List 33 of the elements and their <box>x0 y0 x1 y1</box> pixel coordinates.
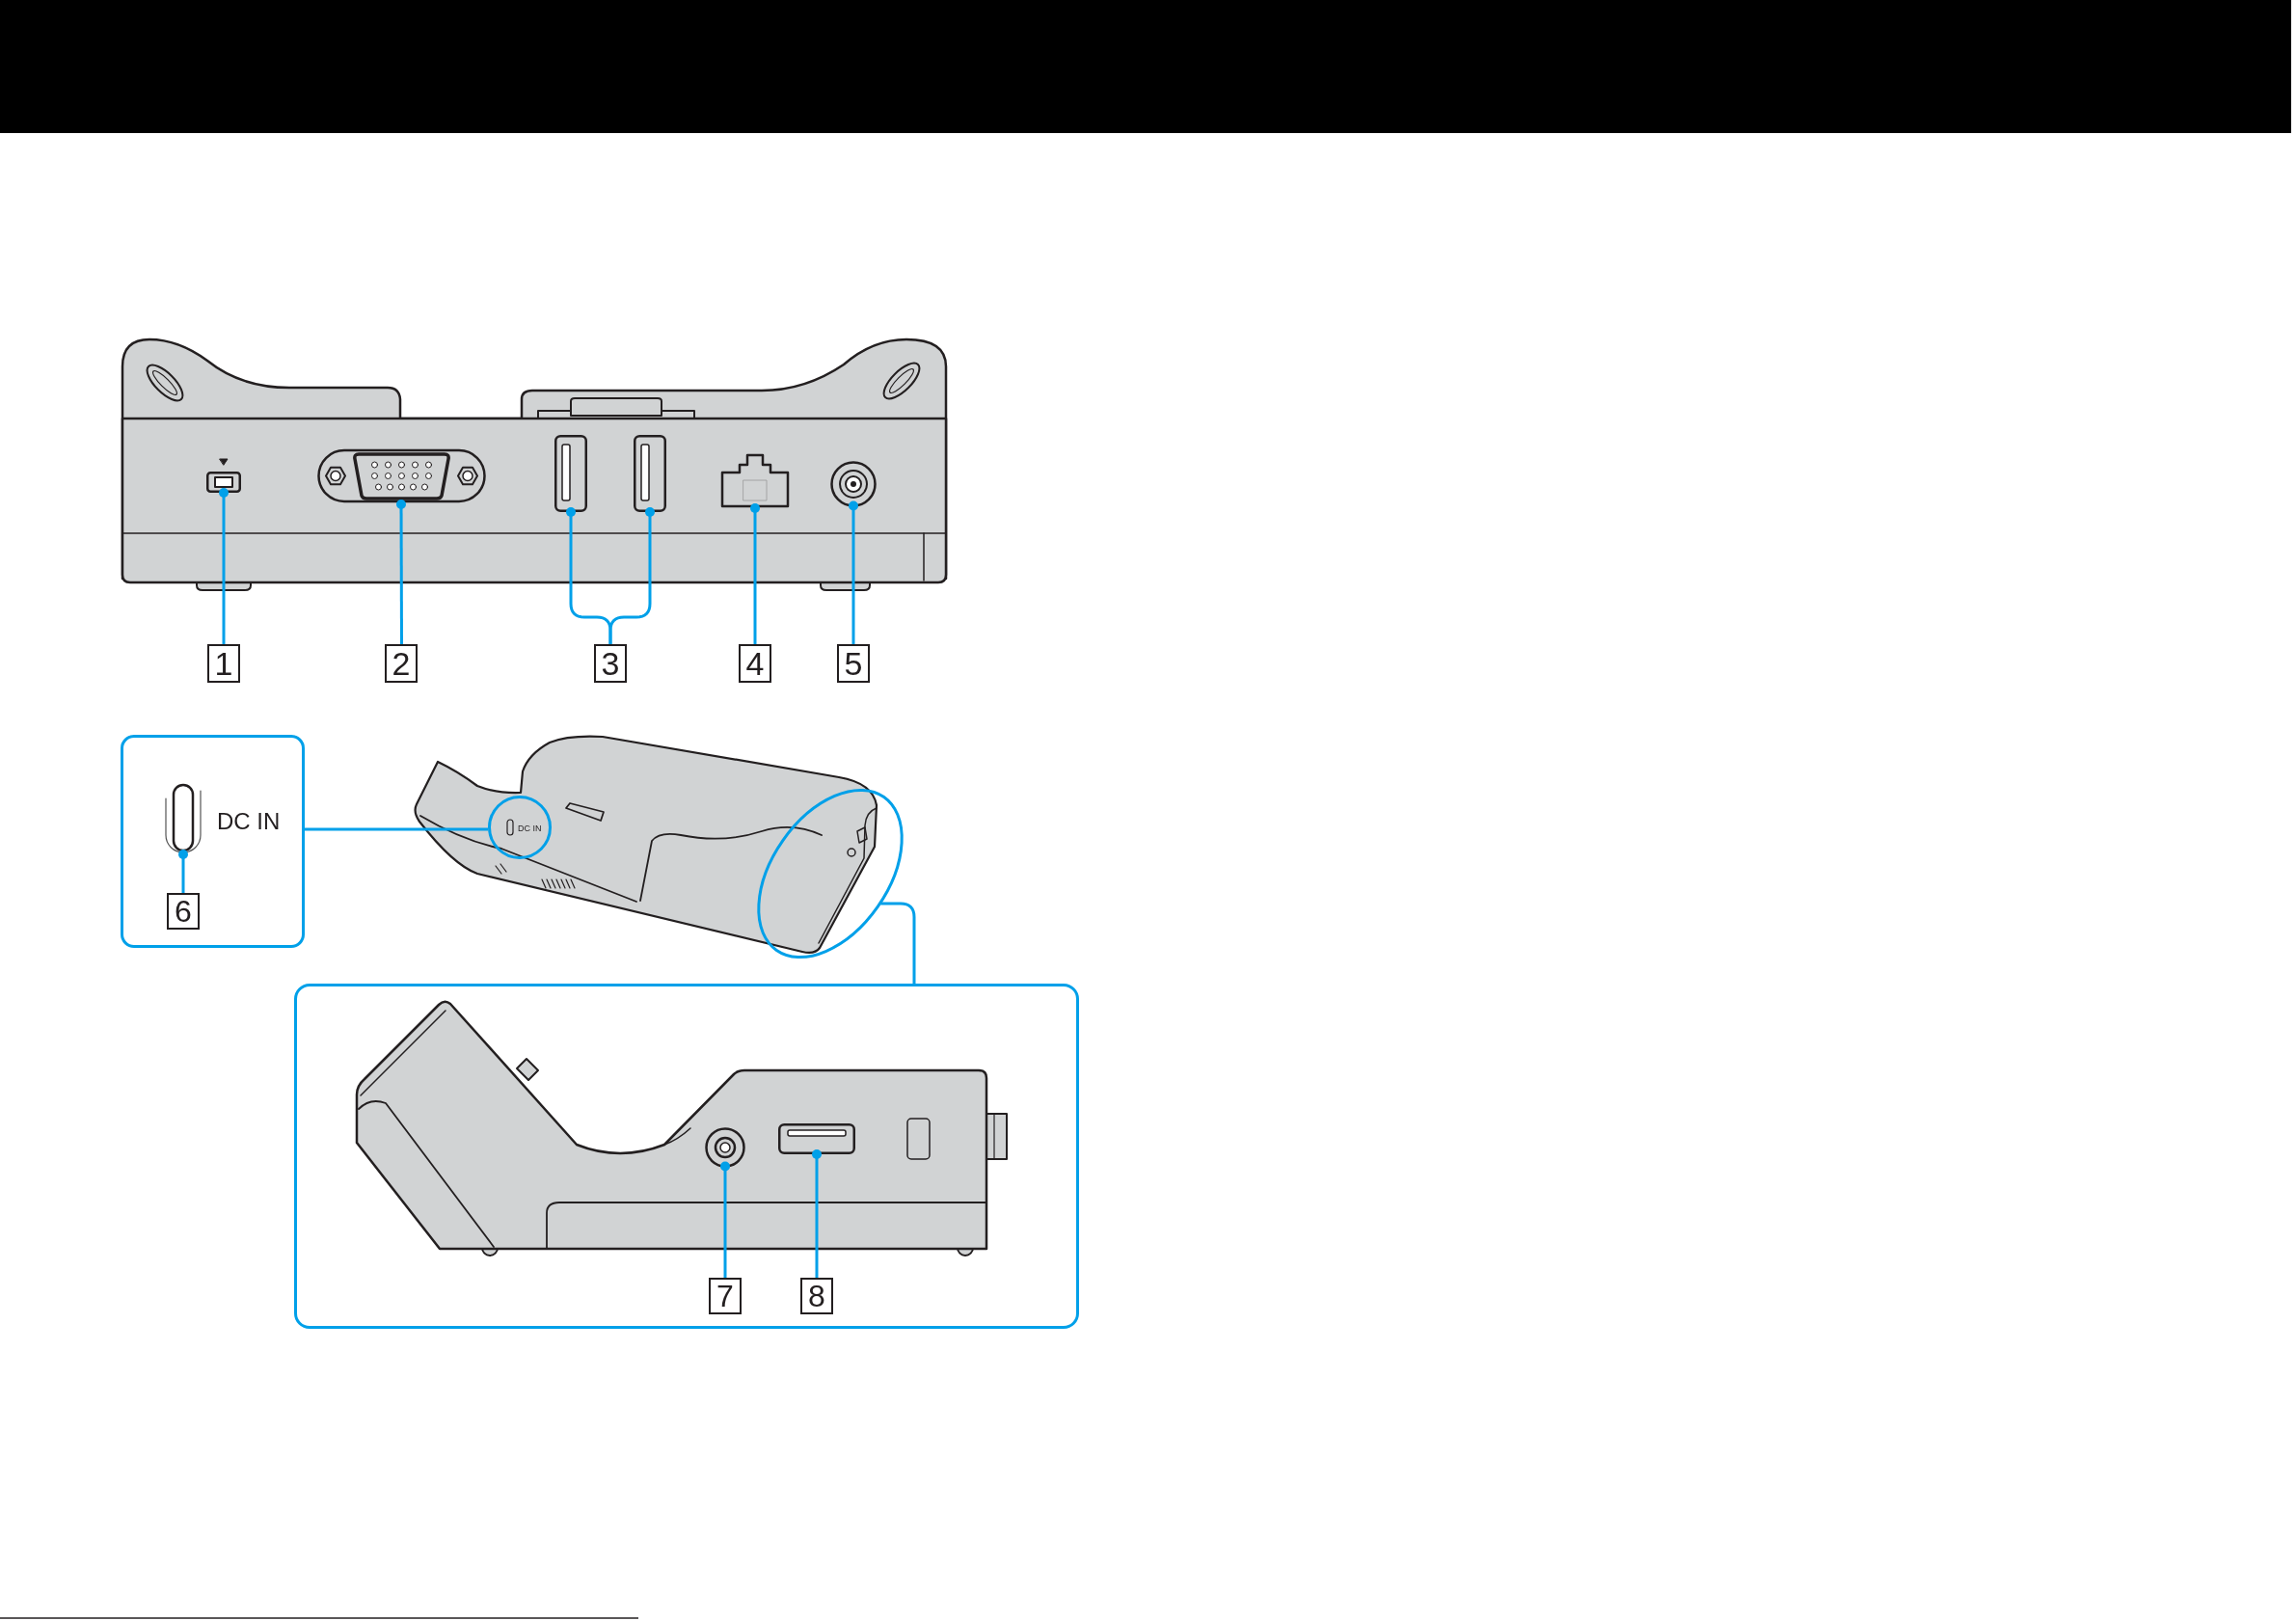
leader-line <box>219 488 229 644</box>
leader-line <box>178 850 188 893</box>
callout-number: 2 <box>385 644 418 683</box>
leader-line <box>396 500 406 644</box>
leader-line <box>812 1149 822 1278</box>
inset-panel <box>294 984 1079 1329</box>
highlight-ellipse <box>757 790 904 958</box>
dc-power-jack <box>830 461 877 507</box>
port-label: DC IN <box>217 810 281 833</box>
leader-line <box>849 500 858 644</box>
leader-line <box>720 1161 730 1278</box>
inset-panel <box>121 735 305 948</box>
callout-number: 4 <box>739 644 771 683</box>
highlight-circle <box>488 796 552 859</box>
four-pin-port <box>206 472 241 493</box>
leader-line <box>750 503 760 644</box>
dc-in-symbol-icon <box>162 781 204 854</box>
usb-port <box>634 435 666 512</box>
usb-port <box>778 1123 855 1154</box>
audio-jack <box>705 1127 745 1168</box>
connector-line <box>880 902 916 984</box>
connector-line <box>305 827 488 831</box>
callout-number: 8 <box>800 1278 833 1314</box>
usb-port <box>554 435 587 512</box>
callout-number: 3 <box>594 644 627 683</box>
callout-number: 5 <box>837 644 870 683</box>
callout-number: 6 <box>167 893 200 930</box>
leader-line <box>608 507 655 644</box>
port-label: DC IN <box>518 824 542 833</box>
callout-number: 1 <box>207 644 240 683</box>
callout-number: 7 <box>709 1278 742 1314</box>
vga-port <box>314 447 489 504</box>
ethernet-port <box>720 452 790 508</box>
